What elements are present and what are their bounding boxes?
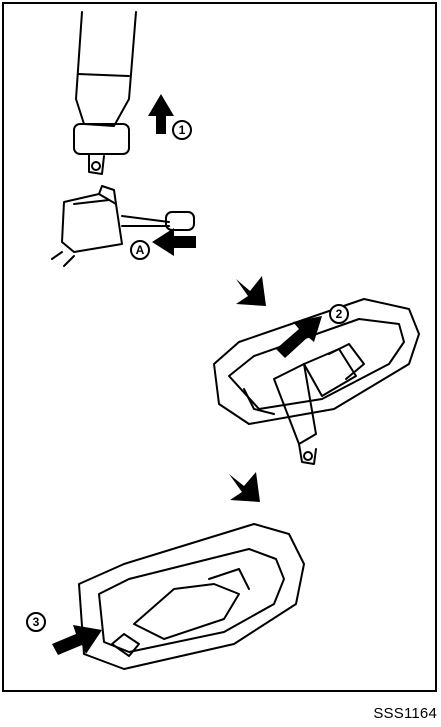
figure-caption: SSS1164 (373, 705, 437, 722)
step-3-marker: 3 (26, 612, 46, 632)
arrow-diag-3 (52, 625, 102, 655)
step-2-marker: 2 (329, 304, 349, 324)
arrow-up-1 (148, 94, 174, 134)
housing-lower-drawing (79, 524, 304, 669)
belt-diagram (4, 4, 439, 694)
belt-anchor-drawing (74, 12, 136, 174)
arrow-down-1 (236, 276, 266, 306)
arrow-down-2 (229, 472, 260, 502)
step-1-marker: 1 (172, 120, 192, 140)
step-a-marker: A (130, 240, 150, 260)
diagram-frame: 1 A 2 3 (2, 2, 437, 692)
arrow-diag-2 (276, 316, 322, 358)
arrow-left-A (152, 228, 196, 256)
